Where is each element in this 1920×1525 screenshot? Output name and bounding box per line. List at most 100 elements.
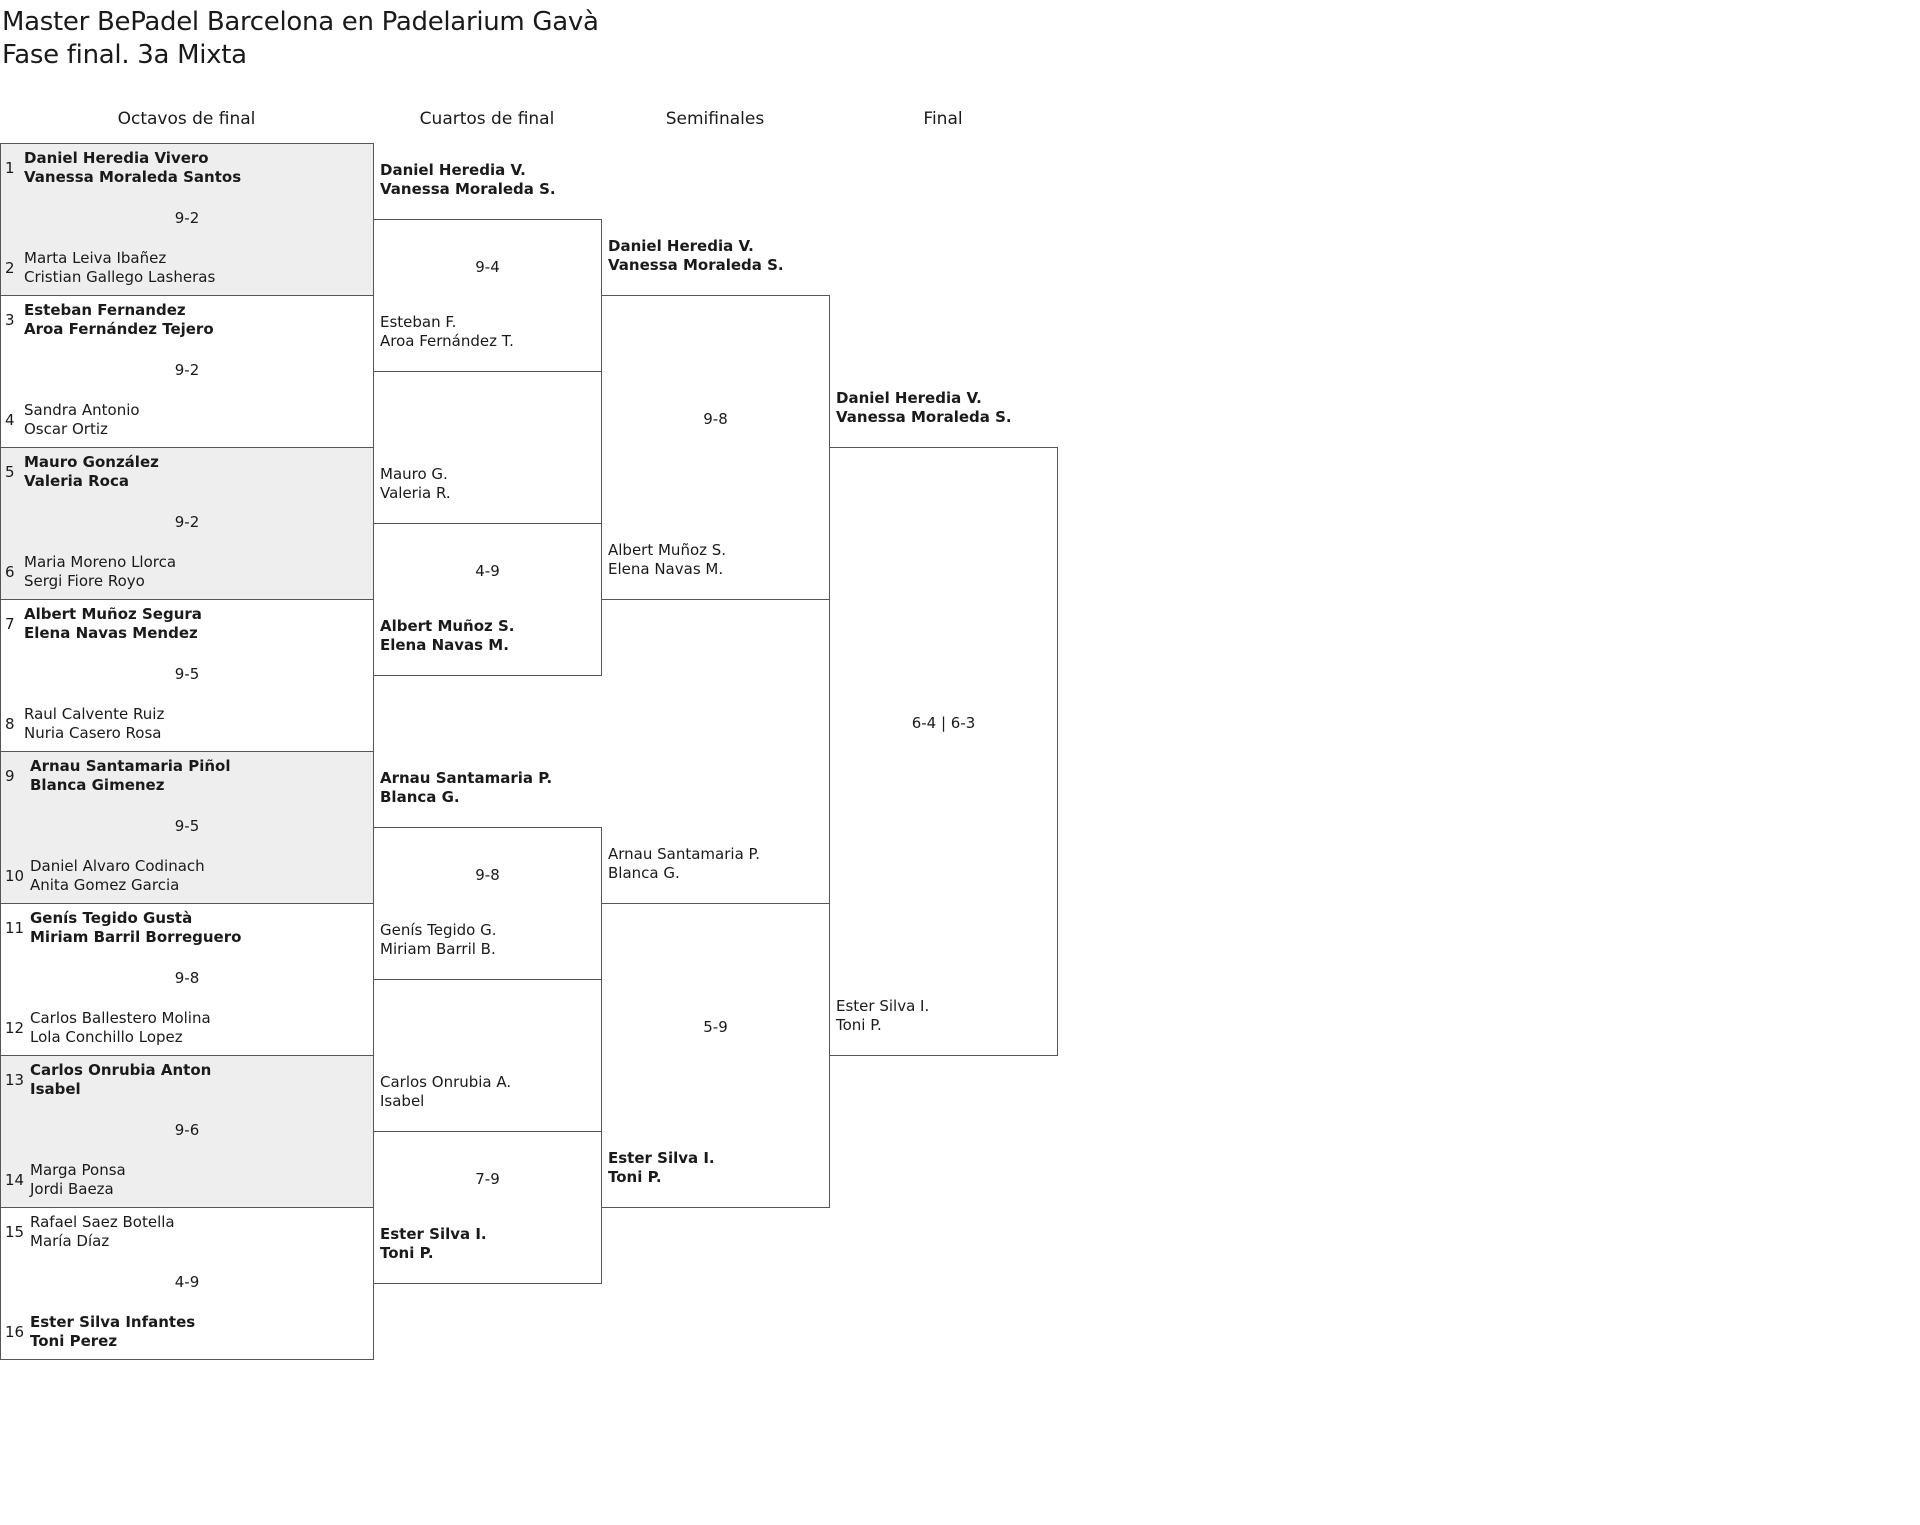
seed-number: 11 <box>5 919 25 937</box>
seed-number: 14 <box>5 1171 25 1189</box>
seed-number: 9 <box>5 767 15 785</box>
team-top-player: Mauro González <box>24 453 159 471</box>
match-box-octavos[interactable] <box>0 447 374 600</box>
match-score: 7-9 <box>475 1170 500 1188</box>
team-bottom: Albert Muñoz S.Elena Navas M. <box>380 617 515 655</box>
team-bottom-player: Ester Silva I. <box>608 1149 715 1167</box>
team-bottom: Albert Muñoz S.Elena Navas M. <box>608 541 726 579</box>
team-bottom-player: Anita Gomez Garcia <box>30 876 180 894</box>
team-bottom-player: Jordi Baeza <box>30 1180 114 1198</box>
team-top: Carlos Onrubia A.Isabel <box>380 1073 511 1111</box>
team-top: Daniel Heredia V.Vanessa Moraleda S. <box>380 161 556 199</box>
seed-number: 8 <box>5 715 15 733</box>
match-score: 9-8 <box>174 969 200 987</box>
match-box-octavos[interactable] <box>0 1055 374 1208</box>
team-bottom-player: Maria Moreno Llorca <box>24 553 177 571</box>
team-top-player: Daniel Heredia V. <box>380 161 526 179</box>
team-top-player: Aroa Fernández Tejero <box>24 320 214 338</box>
team-top-player: Blanca G. <box>608 864 680 882</box>
team-top-player: Isabel <box>380 1092 425 1110</box>
seed-number: 10 <box>5 867 25 885</box>
team-bottom-player: Marga Ponsa <box>30 1161 126 1179</box>
team-top-player: Elena Navas Mendez <box>24 624 198 642</box>
team-bottom-player: Elena Navas M. <box>380 636 509 654</box>
team-bottom: Genís Tegido G.Miriam Barril B. <box>380 921 497 959</box>
team-top-player: Daniel Heredia Vivero <box>24 149 209 167</box>
team-top-player: Rafael Saez Botella <box>30 1213 175 1231</box>
team-bottom-player: Toni P. <box>380 1244 434 1262</box>
team-top-player: Miriam Barril Borreguero <box>30 928 242 946</box>
team-bottom-player: Sandra Antonio <box>24 401 140 419</box>
team-bottom-player: Lola Conchillo Lopez <box>30 1028 183 1046</box>
match-score: 9-5 <box>174 817 200 835</box>
team-top-player: Vanessa Moraleda S. <box>836 408 1012 426</box>
seed-number: 16 <box>5 1323 25 1341</box>
team-bottom-player: Albert Muñoz S. <box>608 541 727 559</box>
team-bottom-player: Genís Tegido G. <box>380 921 497 939</box>
seed-number: 1 <box>5 159 15 177</box>
match-score: 9-2 <box>174 513 200 531</box>
team-bottom: Esteban F.Aroa Fernández T. <box>380 313 514 351</box>
tournament-title: Master BePadel Barcelona en Padelarium G… <box>2 7 599 37</box>
seed-number: 12 <box>5 1019 25 1037</box>
match-score: 9-2 <box>174 209 200 227</box>
team-top-player: Esteban Fernandez <box>24 301 186 319</box>
team-bottom-player: Toni Perez <box>30 1332 118 1350</box>
seed-number: 6 <box>5 563 15 581</box>
seed-number: 7 <box>5 615 15 633</box>
team-bottom-player: Daniel Alvaro Codinach <box>30 857 205 875</box>
team-top-player: Blanca G. <box>380 788 460 806</box>
page-title: Master BePadel Barcelona en Padelarium G… <box>2 6 599 72</box>
team-bottom-player: Ester Silva I. <box>380 1225 487 1243</box>
team-bottom-player: Nuria Casero Rosa <box>24 724 162 742</box>
team-bottom-player: Elena Navas M. <box>608 560 724 578</box>
round-header-octavos: Octavos de final <box>117 109 256 129</box>
team-top-player: Daniel Heredia V. <box>608 237 754 255</box>
team-top-player: Blanca Gimenez <box>30 776 165 794</box>
team-top-player: Isabel <box>30 1080 81 1098</box>
team-bottom-player: Raul Calvente Ruiz <box>24 705 165 723</box>
team-bottom: Ester Silva I.Toni P. <box>836 997 929 1035</box>
team-bottom: Ester Silva I.Toni P. <box>608 1149 715 1187</box>
seed-number: 3 <box>5 311 15 329</box>
match-box-octavos[interactable] <box>0 143 374 296</box>
match-score: 4-9 <box>475 562 500 580</box>
team-top: Daniel Heredia V.Vanessa Moraleda S. <box>608 237 784 275</box>
team-bottom-player: Ester Silva I. <box>836 997 930 1015</box>
match-score: 9-2 <box>174 361 200 379</box>
phase-subtitle: Fase final. 3a Mixta <box>2 40 247 70</box>
team-top-player: Vanessa Moraleda S. <box>608 256 784 274</box>
team-top: Daniel Heredia V.Vanessa Moraleda S. <box>836 389 1012 427</box>
match-score: 9-8 <box>475 866 500 884</box>
team-top-player: Carlos Onrubia A. <box>380 1073 512 1091</box>
seed-number: 13 <box>5 1071 25 1089</box>
team-bottom-player: Toni P. <box>836 1016 882 1034</box>
round-header-semifinales: Semifinales <box>665 109 765 129</box>
team-bottom-player: Esteban F. <box>380 313 457 331</box>
match-box-octavos[interactable] <box>0 751 374 904</box>
team-top: Mauro G.Valeria R. <box>380 465 451 503</box>
team-top-player: Arnau Santamaria P. <box>380 769 553 787</box>
team-top-player: Vanessa Moraleda Santos <box>24 168 242 186</box>
team-bottom-player: Marta Leiva Ibañez <box>24 249 167 267</box>
match-score: 9-5 <box>174 665 200 683</box>
match-box-final[interactable] <box>829 447 1058 1056</box>
team-top-player: Genís Tegido Gustà <box>30 909 193 927</box>
seed-number: 5 <box>5 463 15 481</box>
team-top-player: María Díaz <box>30 1232 110 1250</box>
round-header-final: Final <box>923 109 963 129</box>
team-top-player: Arnau Santamaria Piñol <box>30 757 231 775</box>
team-bottom-player: Carlos Ballestero Molina <box>30 1009 211 1027</box>
team-bottom: Ester Silva I.Toni P. <box>380 1225 487 1263</box>
match-score: 6-4 | 6-3 <box>911 714 976 732</box>
team-top-player: Vanessa Moraleda S. <box>380 180 556 198</box>
